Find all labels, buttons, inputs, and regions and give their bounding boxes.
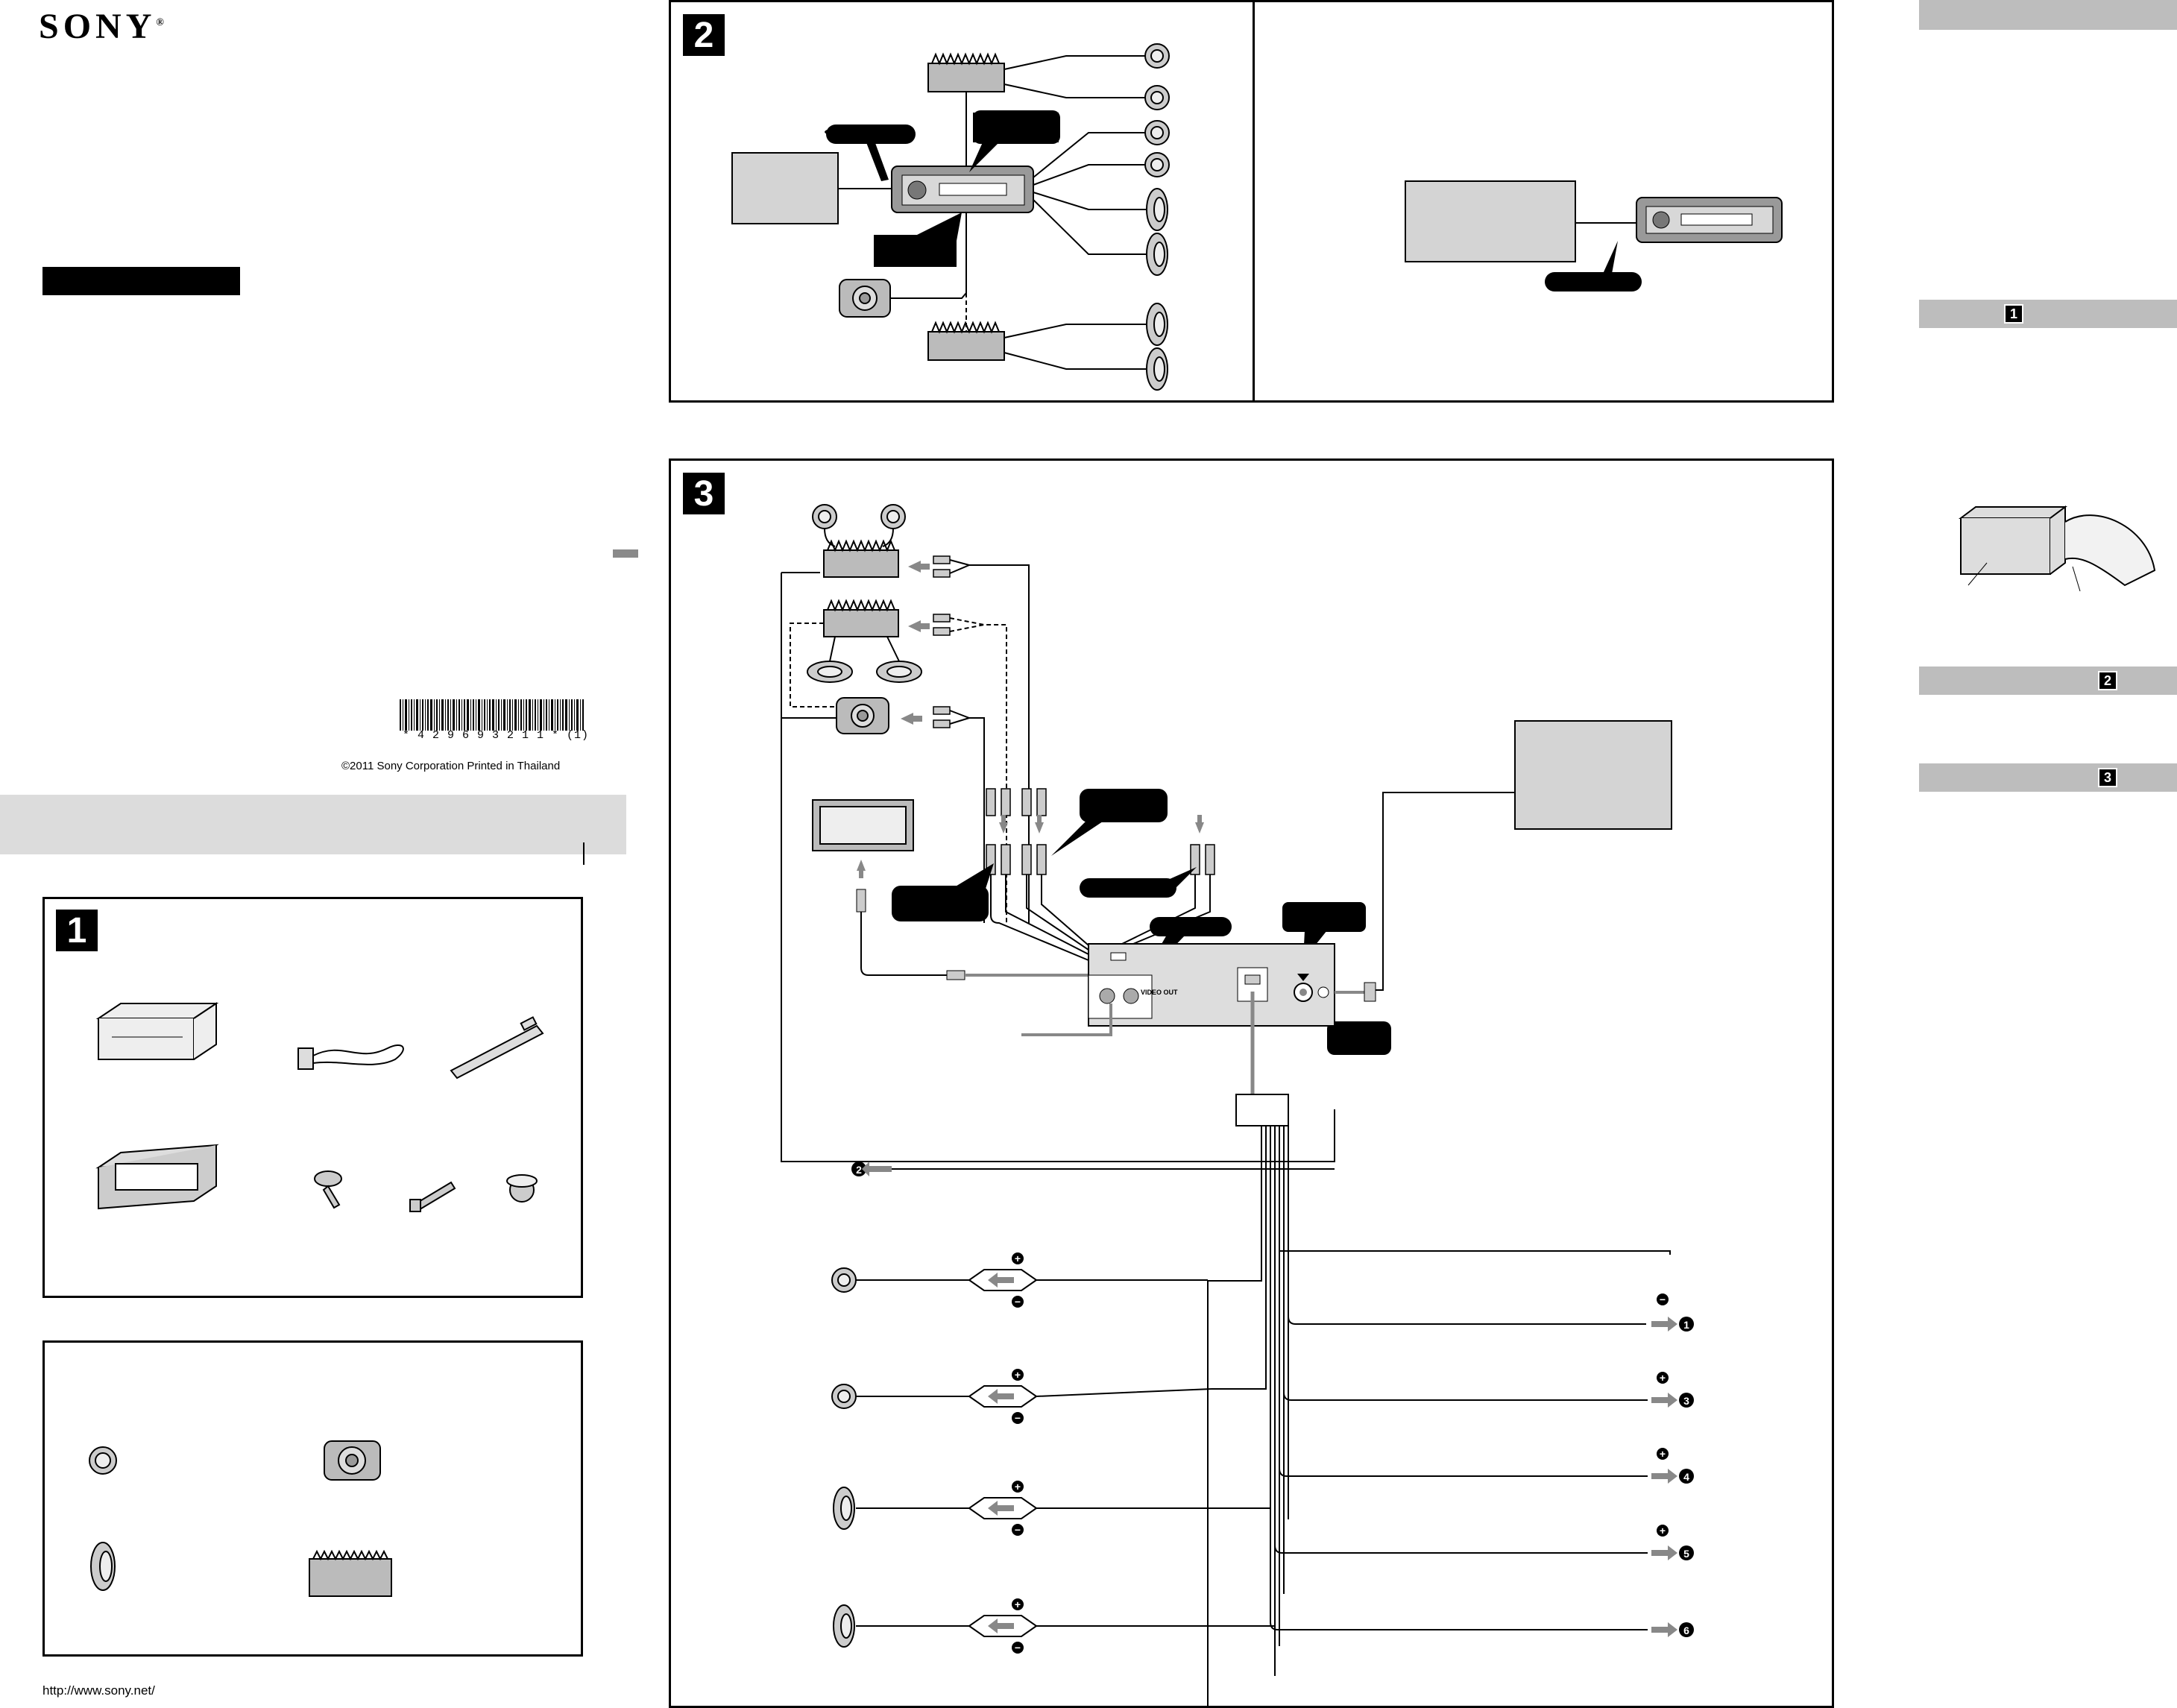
rubber-cap-icon (506, 1174, 538, 1203)
sony-logo: SONY® (39, 7, 164, 46)
screw-icon (314, 1170, 342, 1209)
svg-text:−: − (1015, 1524, 1021, 1536)
callout-rear-out (1080, 789, 1168, 822)
callout-front-out (892, 886, 989, 921)
release-key-icon (450, 1016, 544, 1080)
callout-video-out (1150, 917, 1232, 936)
section-2-badge: 2 (683, 14, 725, 56)
harness-connector (1235, 1094, 1289, 1126)
svg-text:+: + (1015, 1369, 1021, 1381)
band-tick-mark (583, 842, 585, 865)
right-bar-3-badge: 3 (2098, 768, 2117, 787)
svg-text:+: + (1015, 1481, 1021, 1493)
harness-wires (1207, 1126, 1671, 1706)
section-2-system-diagram: 2 (669, 0, 1834, 403)
amplifier-bottom-icon (927, 321, 1005, 361)
svg-text:−: − (1660, 1293, 1666, 1305)
right-bar-2: 2 (1919, 667, 2177, 695)
svg-text:2: 2 (856, 1164, 862, 1176)
svg-text:+: + (1015, 1598, 1021, 1610)
section-1-badge: 1 (56, 910, 98, 951)
navigation-unit-box-2 (1405, 180, 1576, 262)
language-tab-marker (613, 549, 638, 558)
section-3-diagram: VIDEO OUT (781, 504, 1694, 1706)
navigation-unit-box-3 (1514, 720, 1672, 830)
amp-rear (823, 599, 899, 637)
trim-frame-icon (95, 1144, 219, 1210)
monitor-icon (812, 799, 914, 851)
svg-text:−: − (1015, 1642, 1021, 1654)
callout-remote (1327, 1021, 1391, 1055)
amplifier-top-icon (927, 52, 1005, 92)
speaker-outputs: + − + − + − + − − + + + (831, 1252, 1669, 1654)
section-3-badge: 3 (683, 473, 725, 514)
component-legend-illustrations (89, 1440, 392, 1597)
mounting-sleeve-icon (95, 1002, 219, 1060)
amp-front (823, 539, 899, 578)
svg-text:5: 5 (1683, 1548, 1689, 1560)
callout-antenna (1282, 902, 1366, 932)
amplifier-icon (309, 1549, 392, 1597)
svg-text:3: 3 (1683, 1395, 1689, 1407)
right-top-bar (1919, 0, 2177, 30)
svg-text:1: 1 (1683, 1319, 1689, 1331)
head-unit-rear-chassis: VIDEO OUT (1088, 943, 1335, 1027)
svg-text:+: + (1660, 1372, 1666, 1384)
bolt-icon (409, 1181, 456, 1212)
right-bar-1: 1 (1919, 300, 2177, 328)
head-unit-icon-2 (1636, 197, 1783, 243)
section-1-parts-list: 1 (42, 897, 583, 1298)
tweeter-icon (89, 1446, 117, 1475)
navigation-unit-box (731, 152, 839, 224)
svg-text:6: 6 (1683, 1625, 1689, 1636)
svg-text:+: + (1660, 1448, 1666, 1460)
callout-right (1603, 241, 1618, 274)
copyright-line: ©2011 Sony Corporation Printed in Thaila… (341, 760, 561, 772)
subwoofer-box-icon (324, 1440, 381, 1481)
section-2-divider (1253, 2, 1255, 400)
release-key-usage-illustration (1959, 505, 2156, 592)
section-2-speakers (1144, 43, 1170, 391)
title-grey-band (0, 795, 626, 854)
callout-bottom (917, 212, 962, 241)
svg-text:4: 4 (1683, 1471, 1689, 1483)
oval-speaker-icon (90, 1542, 116, 1591)
step-ref-badges: 1 3 4 5 6 2 (851, 1162, 1694, 1637)
title-black-bar (42, 267, 240, 295)
power-cord-icon (297, 1044, 404, 1070)
section-3-connection-diagram: 3 (669, 458, 1834, 1708)
callout-sub-out (1080, 878, 1176, 898)
barcode (400, 699, 584, 731)
component-legend-box (42, 1340, 583, 1657)
head-unit-icon (891, 166, 1034, 213)
subwoofer-s3 (836, 697, 889, 734)
video-out-label: VIDEO OUT (1141, 989, 1178, 996)
right-bar-2-badge: 2 (2098, 671, 2117, 690)
section-2-diagram (731, 43, 1783, 391)
right-bar-3: 3 (1919, 763, 2177, 792)
subwoofer-icon (839, 279, 891, 318)
barcode-number: * 4 2 9 6 9 3 2 1 1 * (1) (403, 729, 590, 742)
sony-website-link[interactable]: http://www.sony.net/ (42, 1683, 155, 1698)
svg-text:+: + (1015, 1252, 1021, 1264)
right-bar-1-badge: 1 (2004, 304, 2023, 324)
svg-text:−: − (1015, 1412, 1021, 1424)
supplied-parts-illustrations (95, 1002, 544, 1212)
svg-text:−: − (1015, 1296, 1021, 1308)
svg-text:+: + (1660, 1525, 1666, 1537)
